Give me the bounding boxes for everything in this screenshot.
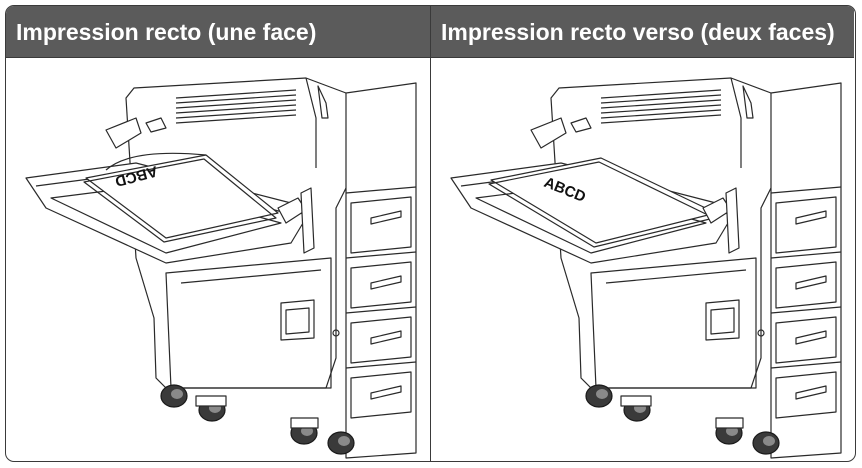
vent-line <box>175 104 297 114</box>
drawer-handle <box>370 275 402 290</box>
drawer-top <box>345 306 417 314</box>
front-door <box>590 257 757 389</box>
vent-line <box>175 114 297 124</box>
drawer-top <box>770 361 842 369</box>
panel-edge <box>730 77 742 168</box>
drawer-top <box>345 186 417 194</box>
indicator-dot <box>757 329 765 337</box>
door-line <box>605 269 747 284</box>
tray-clip <box>145 117 167 133</box>
front-door <box>165 257 332 389</box>
vent-line <box>600 109 722 119</box>
leveling-foot <box>195 395 227 407</box>
vent-line <box>600 89 722 99</box>
door-latch-inner <box>285 307 310 335</box>
drawer-face <box>775 196 837 254</box>
leveling-foot <box>620 395 652 407</box>
comparison-table: Impression recto (une face) ABCD Impress… <box>5 5 856 462</box>
vent-line <box>175 109 297 119</box>
guide-rail <box>300 187 315 254</box>
panel-edge <box>305 77 317 168</box>
leveling-foot <box>715 417 744 429</box>
paper-sheet-edge <box>83 158 277 243</box>
top-latch <box>742 85 754 119</box>
leveling-foot <box>290 417 319 429</box>
drawer-handle <box>370 330 402 345</box>
vent-line <box>175 94 297 104</box>
printer-illustration-single-sided: ABCD <box>25 77 417 459</box>
door-latch-inner <box>710 307 735 335</box>
vent-line <box>175 99 297 109</box>
indicator-dot <box>332 329 340 337</box>
drawer-handle <box>795 385 827 400</box>
drawer-face <box>350 316 412 364</box>
vent-line <box>175 89 297 99</box>
cabinet <box>345 82 417 459</box>
drawer-face <box>775 316 837 364</box>
illustration-cell-double-sided: ABCD <box>431 58 854 461</box>
drawer-top <box>345 361 417 369</box>
drawer-top <box>770 306 842 314</box>
drawer-face <box>350 196 412 254</box>
drawer-top <box>770 251 842 259</box>
vent-line <box>600 94 722 104</box>
caster-hub <box>596 389 608 399</box>
tray-hinge <box>530 117 567 149</box>
printer-group: ABCD <box>25 77 417 459</box>
drawer-handle <box>370 210 402 225</box>
vent-line <box>600 99 722 109</box>
drawer-handle <box>370 385 402 400</box>
drawer-handle <box>795 275 827 290</box>
drawer-face <box>350 261 412 309</box>
printer-illustration-double-sided: ABCD <box>450 77 842 459</box>
paper-stack: ABCD <box>488 157 717 248</box>
column-header-single-sided: Impression recto (une face) <box>6 6 430 58</box>
door-line <box>180 269 322 284</box>
column-header-double-sided: Impression recto verso (deux faces) <box>431 6 854 58</box>
column-single-sided: Impression recto (une face) ABCD <box>6 6 431 461</box>
drawer-face <box>775 371 837 419</box>
guide-rail <box>725 187 740 254</box>
paper-sheet <box>85 154 279 239</box>
vent-line <box>600 114 722 124</box>
vent-line <box>600 104 722 114</box>
drawer-top <box>345 251 417 259</box>
column-double-sided: Impression recto verso (deux faces) ABCD <box>431 6 854 461</box>
cabinet <box>770 82 842 459</box>
tray-hinge <box>105 117 142 149</box>
drawer-face <box>775 261 837 309</box>
printer-group: ABCD <box>450 77 842 459</box>
caster-hub <box>338 436 350 446</box>
caster-hub <box>763 436 775 446</box>
drawer-handle <box>795 210 827 225</box>
drawer-handle <box>795 330 827 345</box>
drawer-top <box>770 186 842 194</box>
tray-clip <box>570 117 592 133</box>
paper-curl <box>105 152 207 171</box>
top-latch <box>317 85 329 119</box>
caster-hub <box>171 389 183 399</box>
drawer-face <box>350 371 412 419</box>
illustration-cell-single-sided: ABCD <box>6 58 430 461</box>
